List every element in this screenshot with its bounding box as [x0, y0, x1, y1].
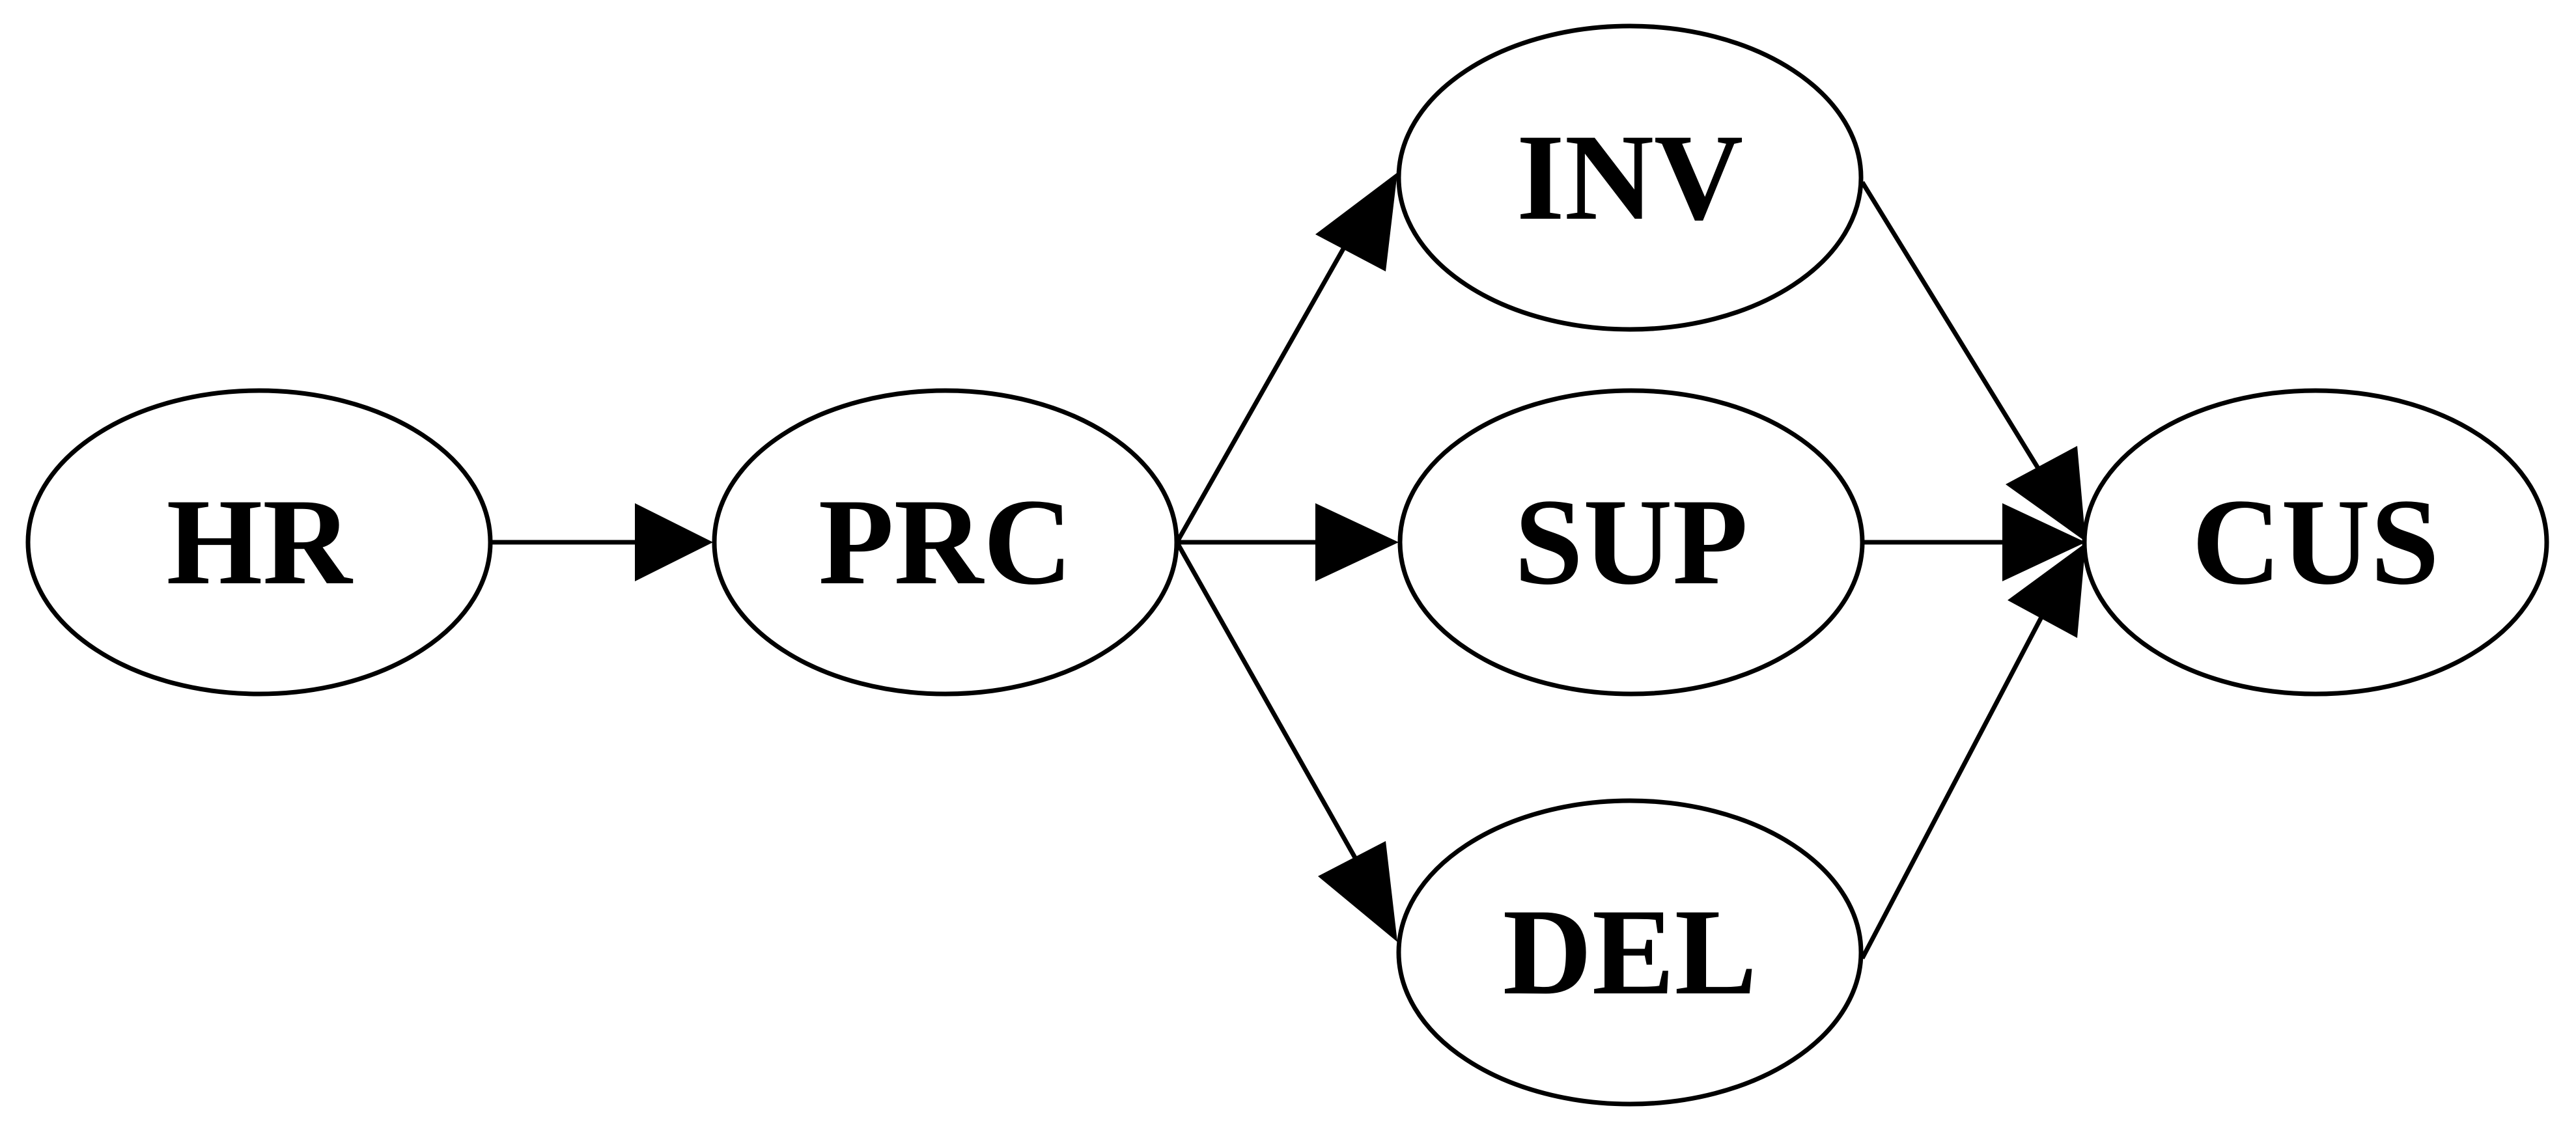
node-hr-ellipse [25, 388, 493, 697]
node-sup: SUP [1397, 388, 1865, 697]
node-cus-ellipse [2082, 388, 2549, 697]
node-prc-label: PRC [819, 474, 1072, 611]
node-hr: HR [25, 388, 493, 697]
node-prc: PRC [712, 388, 1179, 697]
node-del-label: DEL [1503, 884, 1757, 1021]
edge-del-to-cus [1860, 543, 2086, 960]
edge-prc-to-sup [1177, 503, 1399, 581]
nodes-layer: HR PRC INV SUP DEL CUS [25, 23, 2549, 1107]
node-inv: INV [1396, 23, 1864, 332]
node-del-ellipse [1396, 798, 1864, 1107]
node-del: DEL [1396, 798, 1864, 1107]
node-inv-ellipse [1396, 23, 1864, 332]
node-hr-label: HR [167, 474, 354, 611]
node-prc-ellipse [712, 388, 1179, 697]
node-cus-label: CUS [2192, 474, 2439, 611]
edge-hr-to-prc [492, 503, 713, 581]
node-sup-label: SUP [1515, 474, 1748, 611]
node-sup-ellipse [1397, 388, 1865, 697]
edge-inv-to-cus [1860, 181, 2086, 542]
edge-prc-to-del [1175, 542, 1397, 942]
node-inv-label: INV [1517, 109, 1743, 246]
edge-prc-to-inv [1175, 173, 1397, 543]
node-cus: CUS [2082, 388, 2549, 697]
edge-sup-to-cus [1864, 503, 2086, 581]
edges-layer [492, 173, 2086, 960]
